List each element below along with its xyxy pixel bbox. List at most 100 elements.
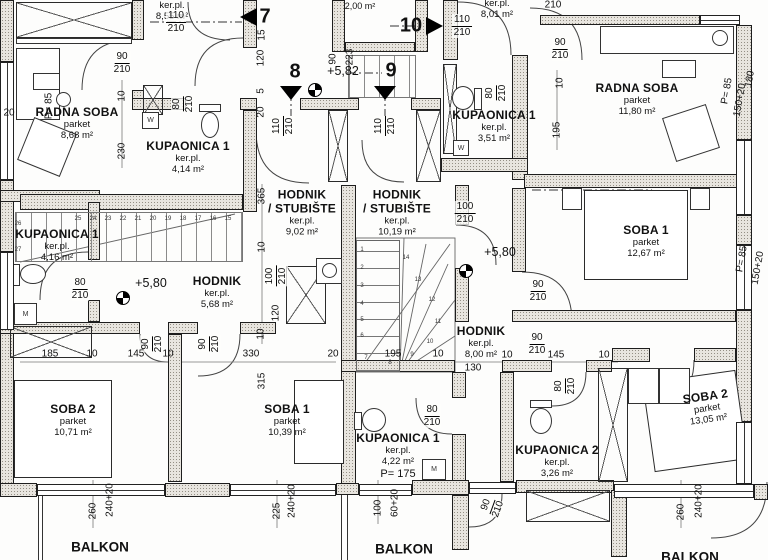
wall: [345, 42, 415, 52]
dim-label: 10: [501, 349, 513, 361]
room-area: 9,02 m²: [285, 225, 319, 237]
stair-number: 23: [104, 216, 112, 222]
toilet-tank: [199, 104, 221, 112]
section-marker-9: 9: [385, 59, 397, 82]
stair-number: 20: [149, 216, 157, 222]
nightstand: [690, 188, 710, 210]
wall: [736, 215, 752, 245]
fixture-letter: W: [147, 117, 154, 124]
room-label-kupaonica1: KUPAONICA 1 ker.pl. 4,22 m² P= 175: [356, 430, 440, 480]
wall: [88, 300, 100, 322]
room-area: 3,26 m²: [540, 467, 574, 479]
fixture-letter: M: [431, 466, 437, 473]
section-arrow-down-icon: [374, 86, 396, 100]
wardrobe: [659, 368, 690, 404]
room-label-kupaonica1: KUPAONICA 1 ker.pl. 4,16 m²: [15, 227, 99, 264]
room-name: SOBA 2: [50, 402, 96, 417]
stair-number: 21: [134, 216, 142, 222]
stair-number: 12: [428, 297, 436, 303]
wall: [452, 372, 466, 398]
dim-label: 20: [327, 348, 339, 360]
bathtub: [10, 326, 92, 358]
dim-label: 20: [3, 107, 15, 119]
room-name: KUPAONICA 1: [356, 430, 440, 445]
room-height-note: P= 175: [380, 467, 416, 480]
wall: [612, 348, 650, 362]
dim-label: 145: [127, 348, 145, 360]
dim-label: 185: [41, 348, 59, 360]
room-finish: ker.pl.: [289, 214, 315, 226]
stair-number: 8: [388, 360, 392, 366]
section-arrow-down-icon: [280, 86, 302, 100]
wall: [736, 310, 752, 422]
dim-label: 100: [372, 499, 384, 517]
balcony-label: BALKON: [375, 541, 433, 557]
shower: [443, 64, 457, 154]
stair-number: 18: [179, 216, 187, 222]
wall: [452, 434, 466, 482]
window: [736, 422, 752, 484]
shelf: [16, 38, 132, 44]
shower: [143, 85, 163, 115]
room-name: HODNIK: [456, 324, 506, 339]
dim-label: 240+20: [693, 484, 705, 518]
benchmark-icon: [459, 264, 473, 278]
dim-label: 230: [116, 142, 128, 160]
benchmark-icon: [308, 83, 322, 97]
dim-label: 20: [255, 106, 267, 118]
balcony-label: BALKON: [71, 539, 129, 555]
room-finish: parket: [63, 118, 91, 130]
room-area: 12,67 m²: [627, 247, 665, 259]
room-name: KUPAONICA 1: [452, 108, 536, 123]
dim-label: 225: [271, 502, 283, 520]
wall: [411, 98, 441, 110]
room-finish: ker.pl.: [159, 0, 185, 12]
window: [736, 245, 752, 310]
room-label-radna-soba: RADNA SOBA parket 11,80 m²: [596, 81, 679, 118]
window: [700, 15, 740, 25]
wall: [0, 0, 14, 62]
parapet: [754, 484, 768, 500]
level-label: +5,80: [484, 245, 516, 259]
chair: [712, 30, 728, 46]
room-name: HODNIK: [192, 274, 242, 289]
room-name: SOBA 1: [264, 402, 310, 417]
door-arc: [194, 37, 244, 87]
wall: [512, 310, 736, 322]
monitor: [33, 73, 60, 90]
parapet: [165, 483, 230, 497]
room-area: 4,16 m²: [40, 251, 74, 263]
dim-label: 10: [432, 348, 444, 360]
dim-label: 10: [256, 241, 268, 253]
room-finish: ker.pl.: [204, 287, 230, 299]
door-arc: [455, 224, 497, 266]
toilet: [452, 86, 474, 110]
room-finish: ker.pl.: [385, 444, 411, 456]
stair-number: 15: [224, 216, 232, 222]
dim-label: 10: [86, 348, 98, 360]
stair-number: 9: [410, 352, 414, 358]
wall: [540, 15, 700, 25]
room-name: HODNIK: [277, 187, 327, 202]
room-label-soba2: SOBA 2 parket 13,05 m²: [682, 386, 732, 429]
stair-number: 2: [360, 265, 364, 271]
wall: [455, 268, 469, 322]
balcony-door: [230, 484, 336, 496]
room-name2: / STUBIŠTE: [362, 201, 432, 216]
dim-label: 15: [256, 29, 268, 41]
level-label: +5,82: [327, 64, 359, 78]
stair-number: 24: [89, 216, 97, 222]
wall: [20, 194, 243, 210]
wall: [240, 322, 276, 334]
room-area: 11,80 m²: [618, 105, 656, 117]
wall: [132, 0, 144, 40]
wall: [0, 330, 14, 492]
window: [0, 252, 14, 330]
wall: [168, 334, 182, 482]
